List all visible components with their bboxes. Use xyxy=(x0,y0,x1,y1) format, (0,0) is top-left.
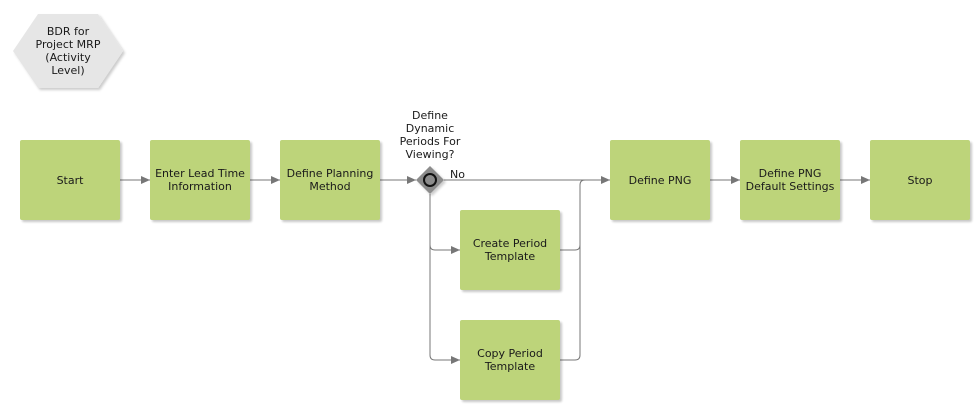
gateway-question-label: Define Dynamic Periods For Viewing? xyxy=(399,109,461,161)
connector-create-merge xyxy=(560,179,586,251)
node-enter-lead-time[interactable]: Enter Lead Time Information xyxy=(150,140,250,220)
node-copy-period-template[interactable]: Copy Period Template xyxy=(460,320,560,400)
diagram-title: BDR for Project MRP (Activity Level) xyxy=(35,25,101,77)
gateway-circle-icon xyxy=(423,173,437,187)
node-define-png-default-settings[interactable]: Define PNG Default Settings xyxy=(740,140,840,220)
flow-label-no: No xyxy=(450,168,465,181)
decision-gateway xyxy=(416,166,444,194)
node-start[interactable]: Start xyxy=(20,140,120,220)
connector-gateway-create xyxy=(429,194,460,254)
node-define-png[interactable]: Define PNG xyxy=(610,140,710,220)
node-define-planning-method[interactable]: Define Planning Method xyxy=(280,140,380,220)
node-create-period-template[interactable]: Create Period Template xyxy=(460,210,560,290)
title-hexagon xyxy=(13,14,123,88)
node-stop[interactable]: Stop xyxy=(870,140,970,220)
connector-gateway-copy xyxy=(429,245,460,364)
connector-copy-merge xyxy=(560,245,581,361)
